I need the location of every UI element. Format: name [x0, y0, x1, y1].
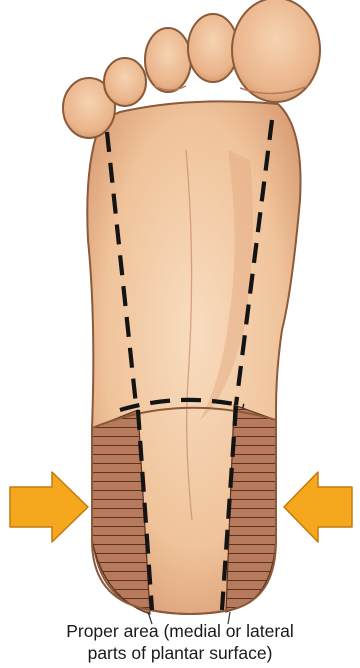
arrow-right-icon [10, 472, 88, 542]
caption-line-2: parts of plantar surface) [0, 642, 360, 664]
caption-line-1: Proper area (medial or lateral [0, 620, 360, 642]
arrow-left-icon [284, 472, 352, 542]
